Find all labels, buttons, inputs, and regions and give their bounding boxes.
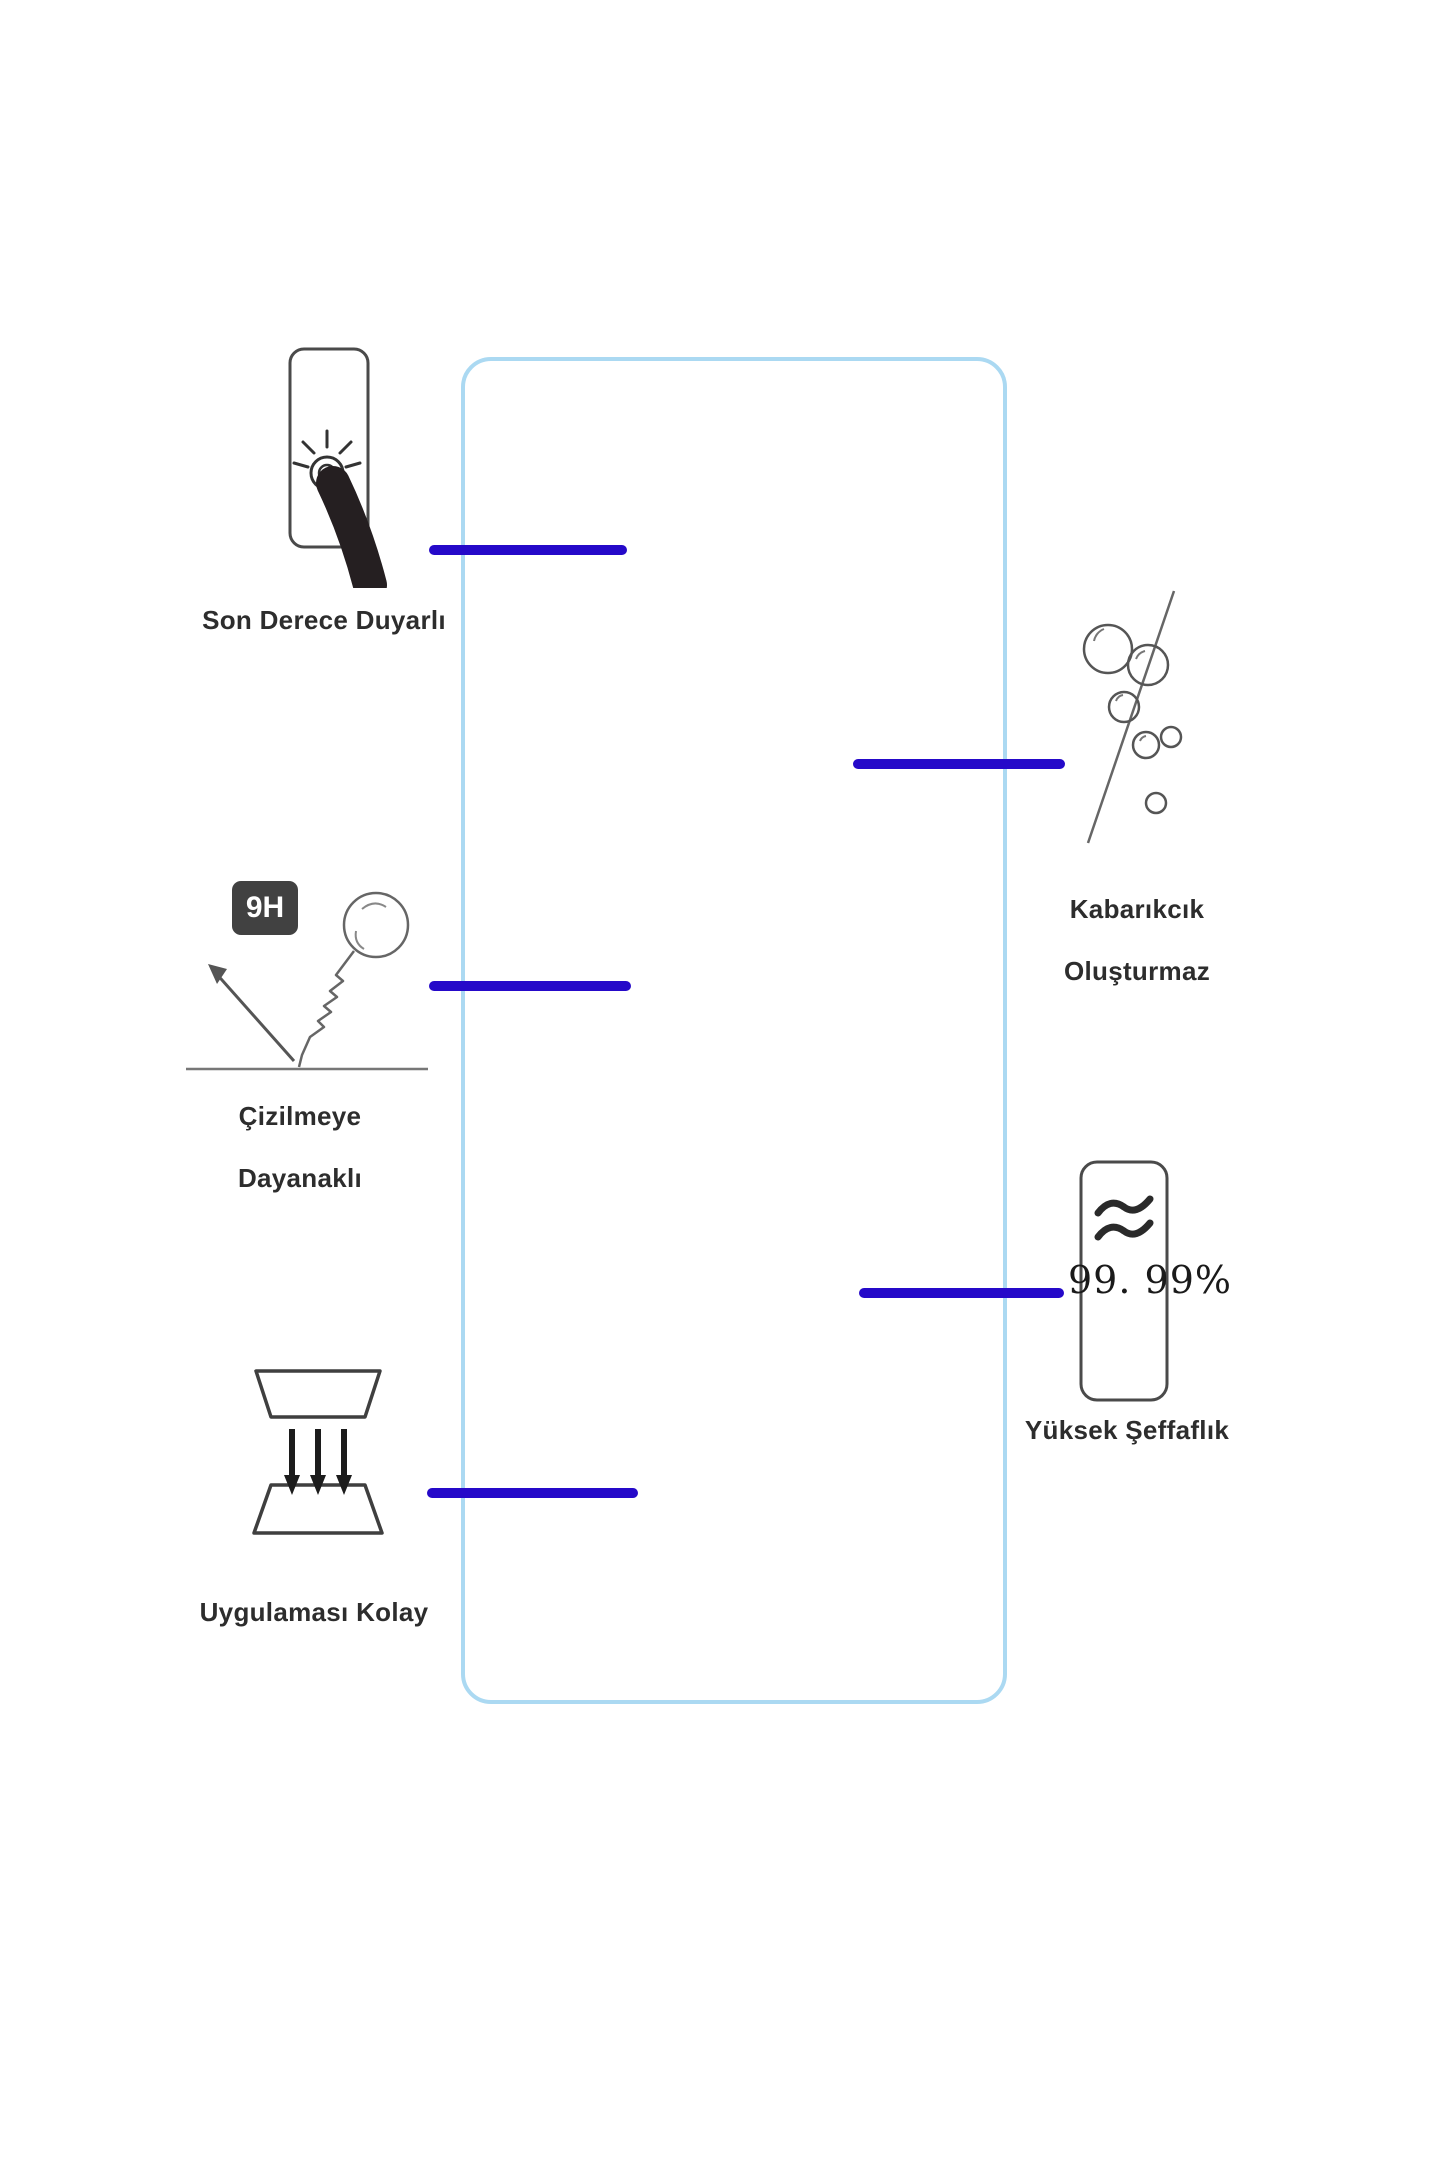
scratch-resistant-label-line1: Çizilmeye [238, 1101, 362, 1131]
connector-line-sensitive [429, 545, 627, 555]
hardness-9h-badge: 9H [232, 881, 298, 935]
scratch-resistant-label: Çizilmeye Dayanaklı [150, 1085, 450, 1209]
connector-line-transparency [859, 1288, 1064, 1298]
transparency-icon [1074, 1157, 1174, 1405]
connector-line-easy-apply [427, 1488, 638, 1498]
scratch-resistant-icon [180, 865, 430, 1080]
touch-sensitive-icon [270, 343, 400, 588]
connector-line-bubble-free [853, 759, 1065, 769]
bubble-free-label: Kabarıkcık Oluşturmaz [987, 878, 1287, 1002]
screen-protector-panel [461, 357, 1007, 1704]
sensitive-label: Son Derece Duyarlı [202, 605, 446, 635]
easy-apply-label: Uygulaması Kolay [199, 1597, 429, 1627]
scratch-resistant-label-line2: Dayanaklı [237, 1163, 363, 1193]
bubble-free-label-line2: Oluşturmaz [1063, 956, 1211, 986]
bubble-free-label-line1: Kabarıkcık [1069, 894, 1205, 924]
bubble-free-icon [1074, 585, 1194, 865]
connector-line-scratch-resistant [429, 981, 631, 991]
easy-apply-icon [228, 1363, 408, 1563]
transparency-label: Yüksek Şeffaflık [1024, 1415, 1230, 1445]
transparency-value: 99. 99% [1068, 1258, 1232, 1302]
